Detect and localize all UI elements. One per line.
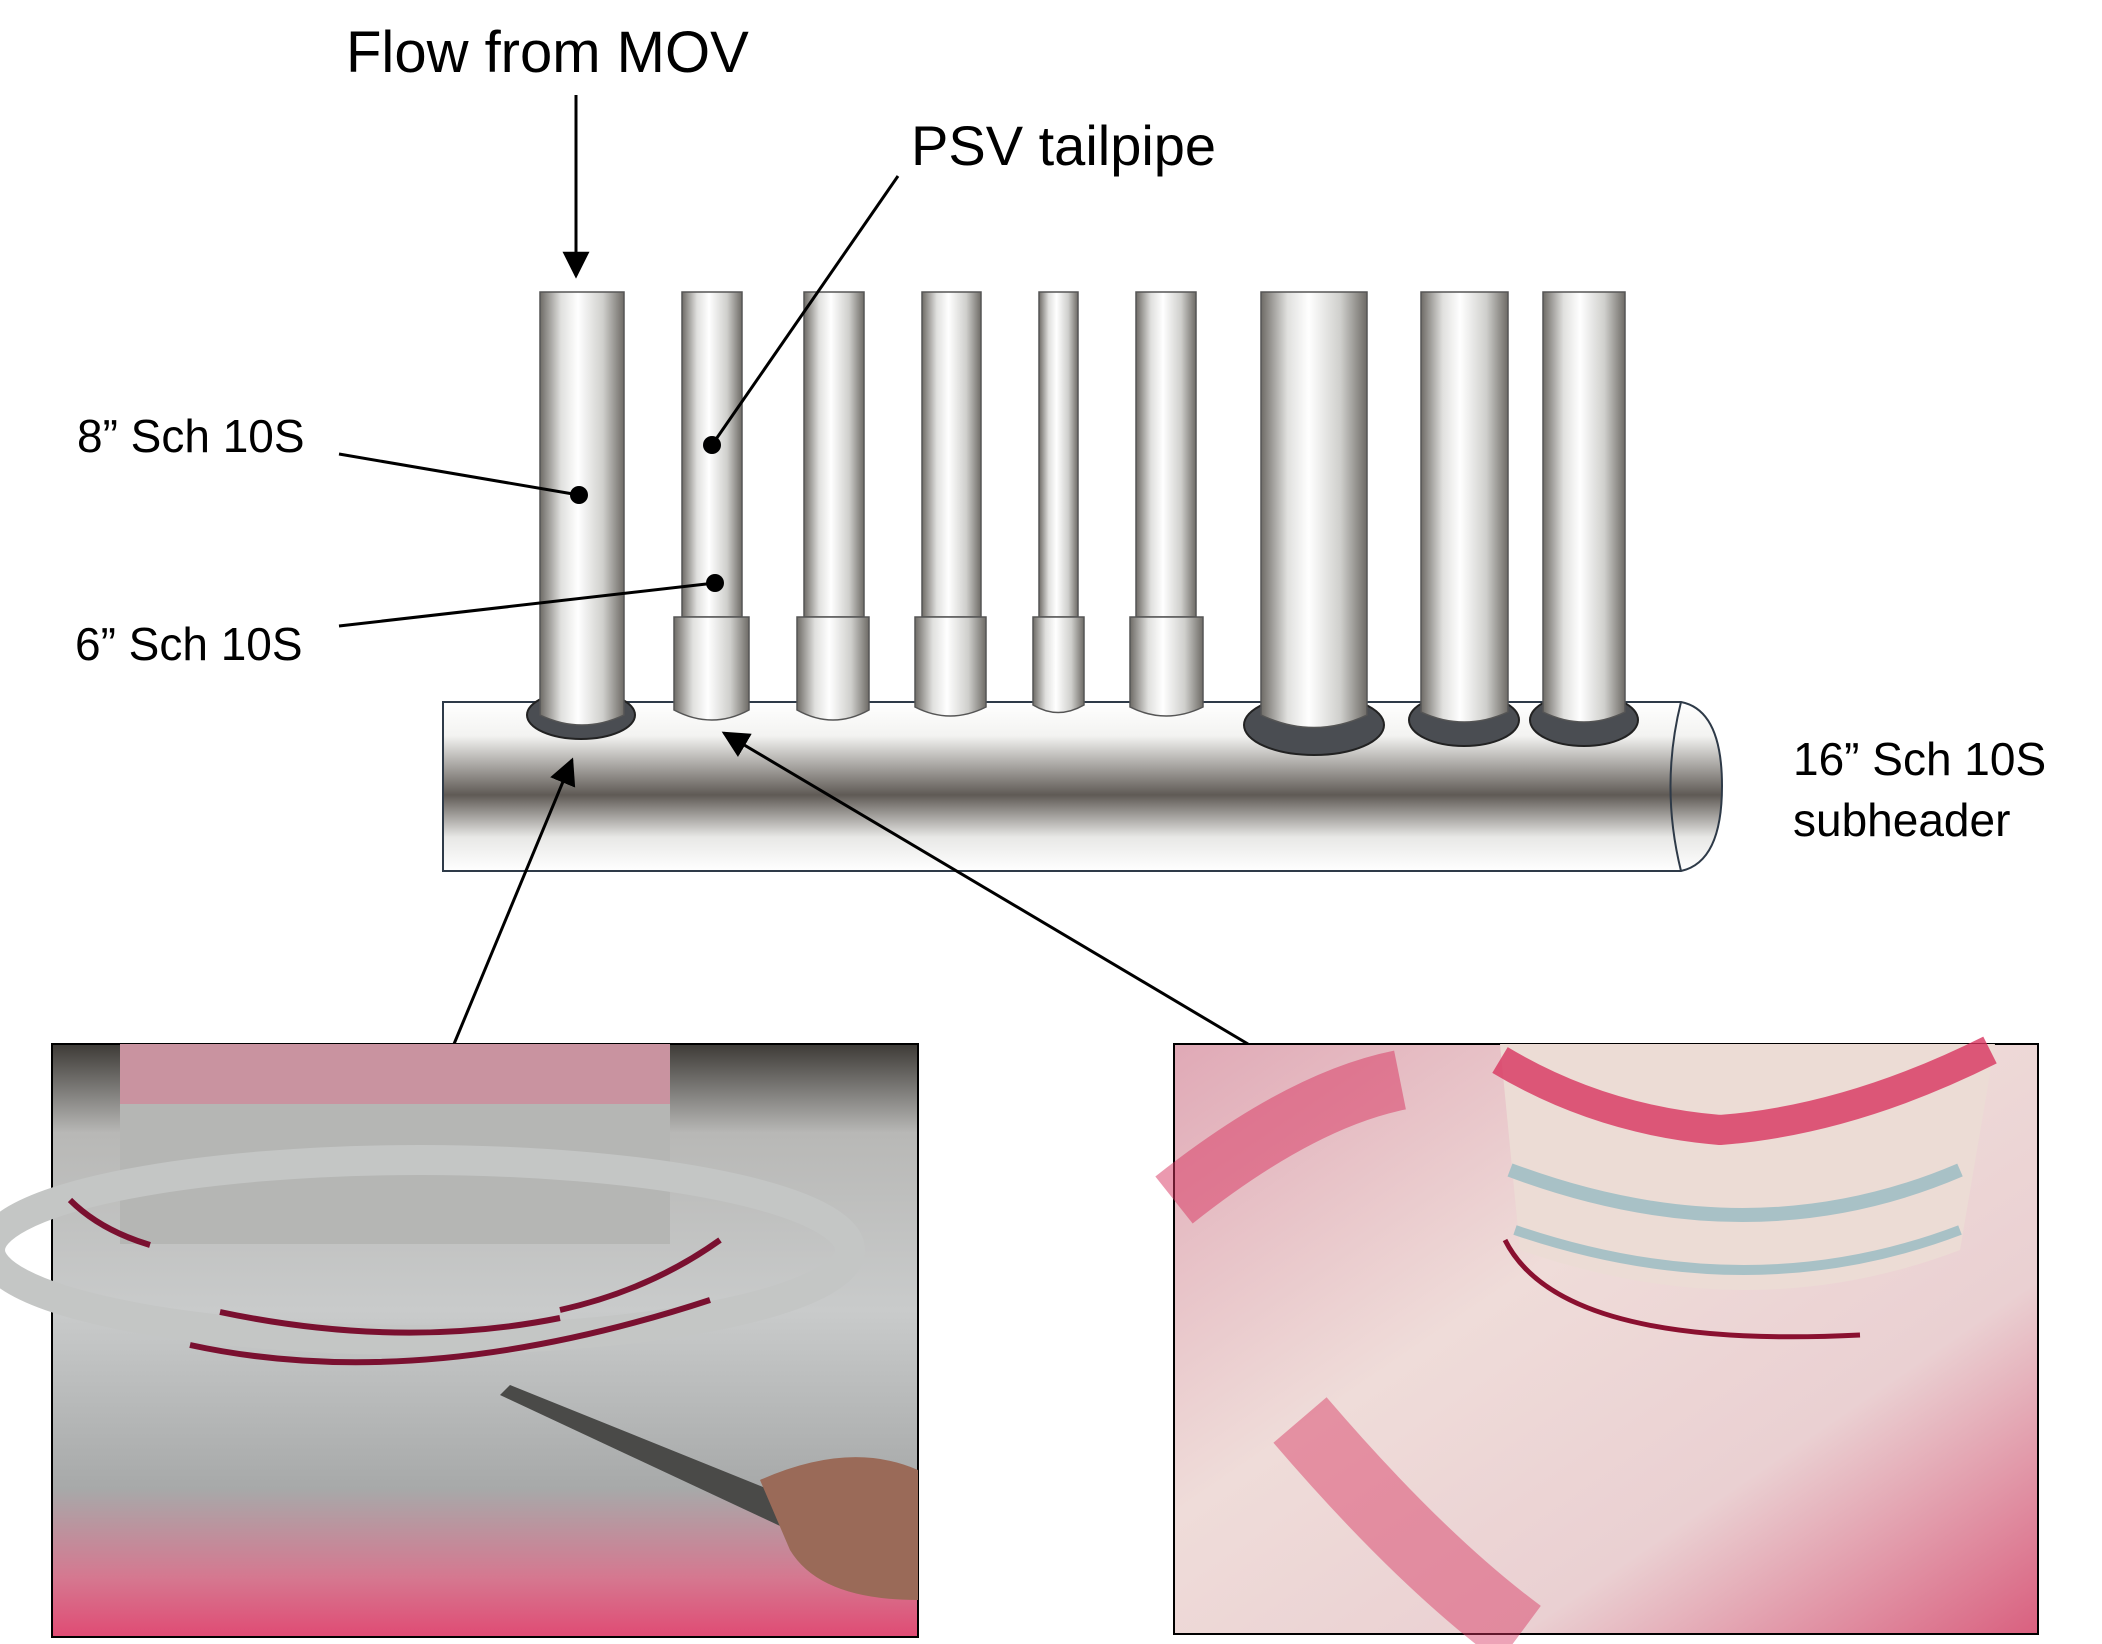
- pipe-3-lower: [796, 616, 870, 721]
- pipe-9: [1542, 291, 1626, 723]
- pipe-7: [1260, 291, 1368, 729]
- leader-dots: [570, 436, 724, 592]
- psv-tailpipe-label: PSV tailpipe: [911, 114, 1216, 177]
- left-crack-photo: [0, 1043, 919, 1638]
- pipe-8in: [539, 291, 625, 726]
- pipe-5-lower: [1032, 616, 1085, 714]
- pipe-4-lower: [914, 616, 987, 717]
- pipe-6in-label: 6” Sch 10S: [75, 618, 303, 670]
- pipe-psv-upper: [681, 291, 743, 618]
- pipe-psv-lower: [673, 616, 750, 721]
- flow-label: Flow from MOV: [346, 20, 749, 85]
- subheader-label-line1: 16” Sch 10S: [1793, 733, 2046, 785]
- pipe-8in-leader: [338, 452, 580, 497]
- right-photo-arrow: [721, 731, 1249, 1046]
- pipe-8: [1420, 291, 1509, 723]
- pipe-6-lower: [1129, 616, 1204, 717]
- leader-lines: [338, 95, 1249, 1046]
- left-photo-arrow: [452, 757, 576, 1045]
- pipe-6-upper: [1135, 291, 1197, 618]
- pipe-3-upper: [803, 291, 865, 618]
- psv-leader: [710, 175, 900, 446]
- pipe-8in-label: 8” Sch 10S: [77, 410, 305, 462]
- branch-pipes: [539, 291, 1626, 729]
- right-crack-photo: [1155, 1036, 2039, 1644]
- pipe-5-upper: [1038, 291, 1079, 618]
- pipe-6in-leader: [338, 581, 716, 628]
- subheader-pipe: [442, 701, 1724, 872]
- subheader-label-line2: subheader: [1793, 794, 2010, 846]
- pipe-4-upper: [921, 291, 982, 618]
